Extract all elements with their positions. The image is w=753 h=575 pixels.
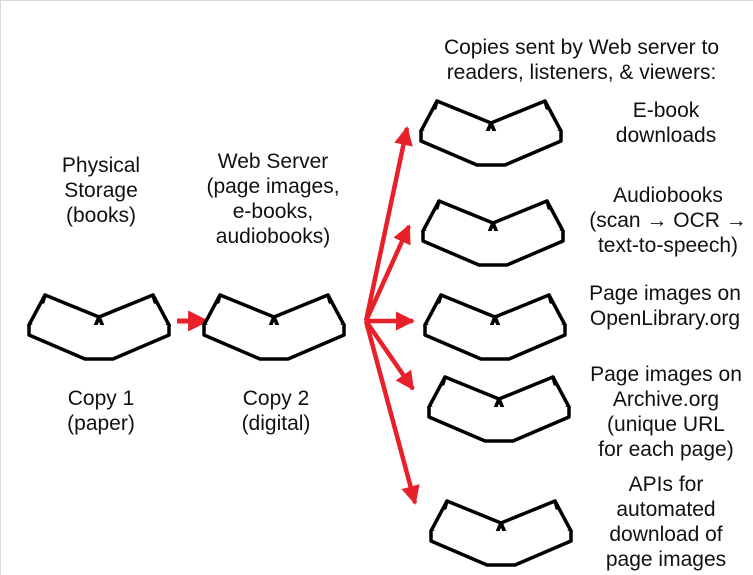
- arrow-to-apis: [363, 320, 420, 505]
- book-icon-openlibrary: [423, 293, 567, 361]
- physical-caption-line: (paper): [67, 412, 135, 435]
- output-line: (scan → OCR →: [589, 209, 747, 232]
- output-line: E-book: [632, 99, 700, 122]
- server-caption-line: (digital): [241, 412, 311, 435]
- physical-title-line: (books): [65, 204, 137, 227]
- output-line: (unique URL: [607, 413, 725, 436]
- server-copy-caption: Copy 2 (digital): [201, 386, 351, 436]
- server-title-line: Web Server: [217, 150, 329, 173]
- output-line: downloads: [615, 124, 717, 147]
- server-caption-line: Copy 2: [242, 387, 310, 410]
- output-line: Page images on: [590, 363, 742, 386]
- output-label-openlibrary: Page images on OpenLibrary.org: [579, 281, 751, 331]
- physical-storage-title: Physical Storage (books): [31, 153, 171, 228]
- output-line: APIs for: [628, 473, 704, 496]
- output-line: page images: [605, 548, 727, 571]
- header-line: readers, listeners, & viewers:: [446, 61, 717, 84]
- book-icon-physical: [27, 293, 171, 361]
- physical-title-line: Storage: [64, 179, 138, 202]
- web-server-title: Web Server (page images, e-books, audiob…: [193, 149, 353, 249]
- output-line: text-to-speech): [597, 234, 739, 257]
- book-icon-ebook: [419, 99, 563, 167]
- book-icon-apis: [429, 499, 573, 567]
- server-title-line: (page images,: [206, 175, 340, 198]
- output-line: OpenLibrary.org: [589, 307, 741, 330]
- physical-caption-line: Copy 1: [67, 387, 135, 410]
- book-icon-server: [202, 293, 346, 361]
- output-line: for each page): [598, 438, 734, 461]
- output-label-archive: Page images on Archive.org (unique URL f…: [581, 362, 751, 462]
- output-label-audiobooks: Audiobooks (scan → OCR → text-to-speech): [584, 183, 752, 258]
- header-label: Copies sent by Web server to readers, li…: [414, 35, 749, 85]
- output-line: download of: [609, 523, 723, 546]
- arrow-to-ebook: [363, 126, 413, 322]
- arrow-to-archive: [364, 319, 415, 391]
- output-label-apis: APIs for automated download of page imag…: [591, 472, 741, 572]
- output-line: Audiobooks: [613, 184, 723, 207]
- book-icon-audiobooks: [421, 199, 565, 267]
- output-line: automated: [616, 498, 716, 521]
- server-title-line: audiobooks): [215, 225, 331, 248]
- book-icon-archive: [427, 375, 571, 443]
- server-title-line: e-books,: [232, 200, 314, 223]
- header-line: Copies sent by Web server to: [443, 36, 720, 59]
- physical-copy-caption: Copy 1 (paper): [31, 386, 171, 436]
- output-line: Archive.org: [612, 388, 720, 411]
- physical-title-line: Physical: [61, 154, 141, 177]
- output-line: Page images on: [589, 282, 741, 305]
- arrow-to-audiobooks: [363, 224, 412, 322]
- output-label-ebook: E-book downloads: [586, 98, 746, 148]
